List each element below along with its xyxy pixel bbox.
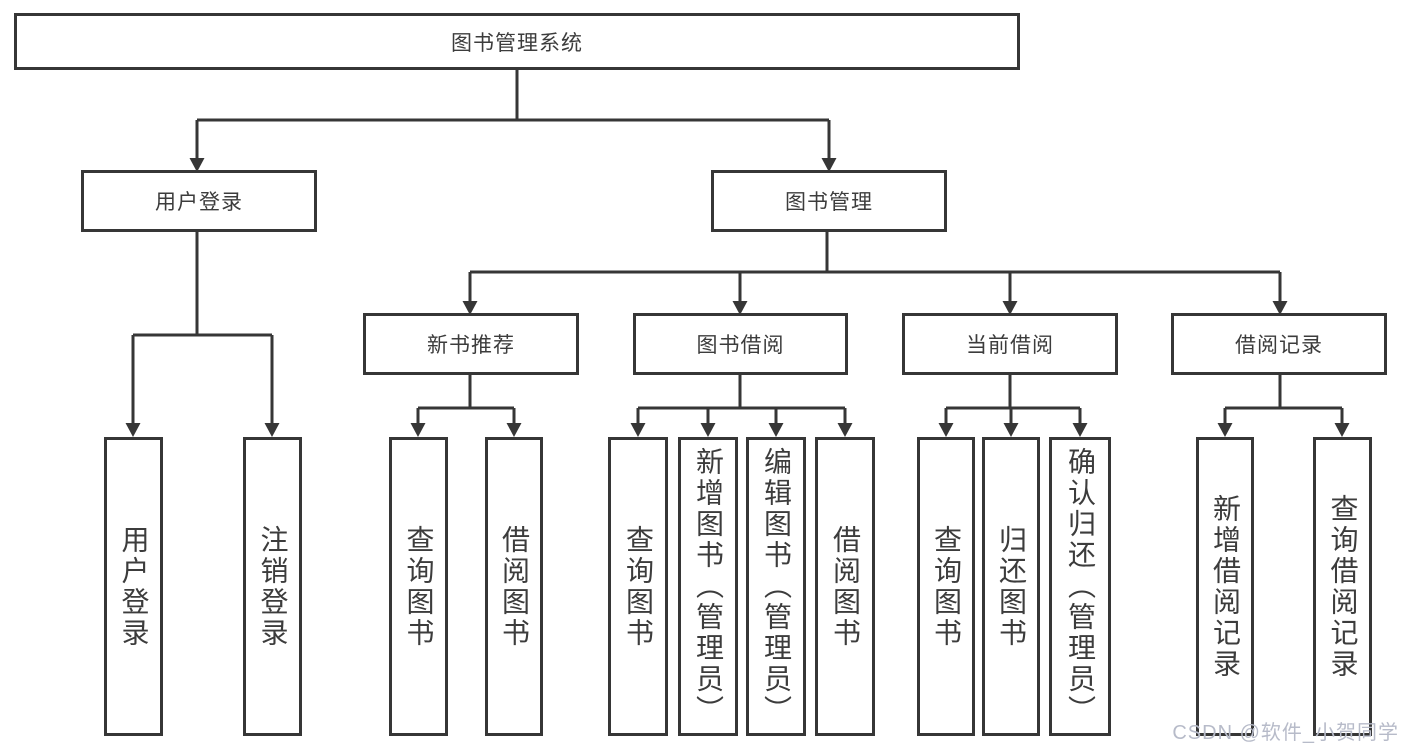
arrowhead [506,423,522,437]
leaf-borrow-borrow-books: 借阅图书 [815,437,875,736]
leaf-newbook-query-books: 查询图书 [389,437,448,736]
leaf-borrow-edit-books-admin: 编辑图书（管理员） [746,437,806,736]
arrowhead [938,423,954,437]
leaf-newbook-borrow-books: 借阅图书 [485,437,543,736]
arrowhead [1002,301,1018,315]
node-current-borrowing: 当前借阅 [902,313,1118,375]
arrowhead [837,423,853,437]
arrowhead [264,423,280,437]
arrowhead [1272,301,1288,315]
leaf-record-query-borrow-record: 查询借阅记录 [1313,437,1372,736]
leaf-current-query-books: 查询图书 [917,437,975,736]
arrowhead [700,423,716,437]
arrowhead [768,423,784,437]
arrowhead [821,158,837,172]
arrowhead [1003,423,1019,437]
arrowhead [1217,423,1233,437]
leaf-current-confirm-return-admin: 确认归还（管理员） [1049,437,1111,736]
arrowhead [462,301,478,315]
arrowhead [189,158,205,172]
leaf-user-login: 用户登录 [104,437,163,736]
leaf-logout: 注销登录 [243,437,302,736]
node-book-borrowing: 图书借阅 [633,313,848,375]
arrowhead [630,423,646,437]
node-user-login-branch: 用户登录 [81,170,317,232]
leaf-record-add-borrow-record: 新增借阅记录 [1196,437,1254,736]
leaf-current-return-books: 归还图书 [982,437,1040,736]
leaf-borrow-add-books-admin: 新增图书（管理员） [678,437,738,736]
arrowhead [1334,423,1350,437]
node-borrowing-records: 借阅记录 [1171,313,1387,375]
leaf-borrow-query-books: 查询图书 [608,437,668,736]
arrowhead [410,423,426,437]
arrowhead [732,301,748,315]
node-book-management-branch: 图书管理 [711,170,947,232]
arrowhead [1072,423,1088,437]
node-new-book-recommend: 新书推荐 [363,313,579,375]
arrowhead [125,423,141,437]
node-root-system: 图书管理系统 [14,13,1020,70]
